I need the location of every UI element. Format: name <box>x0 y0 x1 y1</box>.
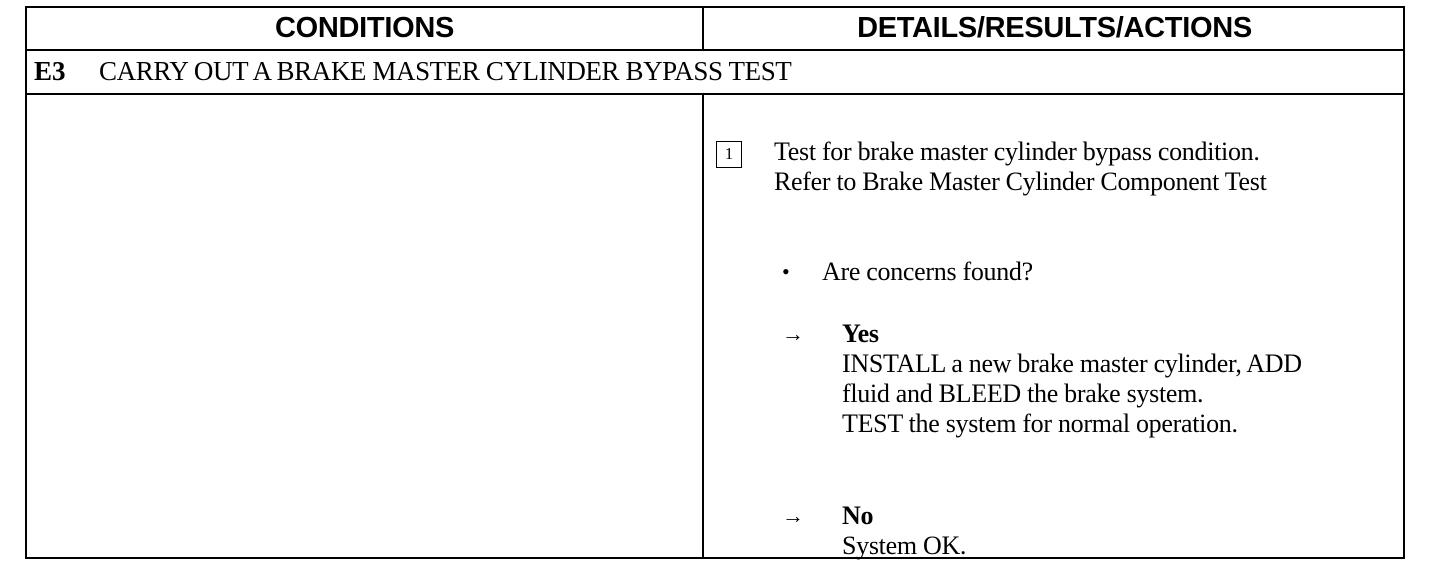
answer-yes: Yes INSTALL a new brake master cylinder,… <box>842 319 1302 439</box>
answer-no-line: System OK. <box>842 531 967 560</box>
bullet-icon: • <box>782 259 790 284</box>
answer-no-label: No <box>842 501 874 530</box>
conditions-header: CONDITIONS <box>27 8 704 49</box>
section-title-row: E3 CARRY OUT A BRAKE MASTER CYLINDER BYP… <box>27 49 1403 95</box>
answer-no: No System OK. <box>842 501 966 561</box>
arrow-right-icon: → <box>782 321 804 346</box>
diagnostic-table: CONDITIONS DETAILS/RESULTS/ACTIONS E3 CA… <box>25 6 1405 560</box>
question-text: Are concerns found? <box>822 257 1033 286</box>
section-title: CARRY OUT A BRAKE MASTER CYLINDER BYPASS… <box>99 56 792 86</box>
answer-yes-label: Yes <box>842 319 879 348</box>
step-line: Test for brake master cylinder bypass co… <box>774 137 1260 166</box>
answer-yes-line: TEST the system for normal operation. <box>842 409 1238 438</box>
details-cell: 1 Test for brake master cylinder bypass … <box>704 93 1405 560</box>
answer-yes-line: INSTALL a new brake master cylinder, ADD <box>842 349 1302 378</box>
arrow-right-icon: → <box>782 503 804 528</box>
step-instruction: Test for brake master cylinder bypass co… <box>774 137 1394 197</box>
section-code: E3 <box>34 56 66 86</box>
step-line: Refer to Brake Master Cylinder Component… <box>774 167 1267 196</box>
answer-yes-line: fluid and BLEED the brake system. <box>842 379 1204 408</box>
step-number-box: 1 <box>716 141 742 168</box>
table-header-row: CONDITIONS DETAILS/RESULTS/ACTIONS <box>27 8 1403 51</box>
details-results-actions-header: DETAILS/RESULTS/ACTIONS <box>857 12 1252 44</box>
conditions-cell <box>27 93 704 557</box>
